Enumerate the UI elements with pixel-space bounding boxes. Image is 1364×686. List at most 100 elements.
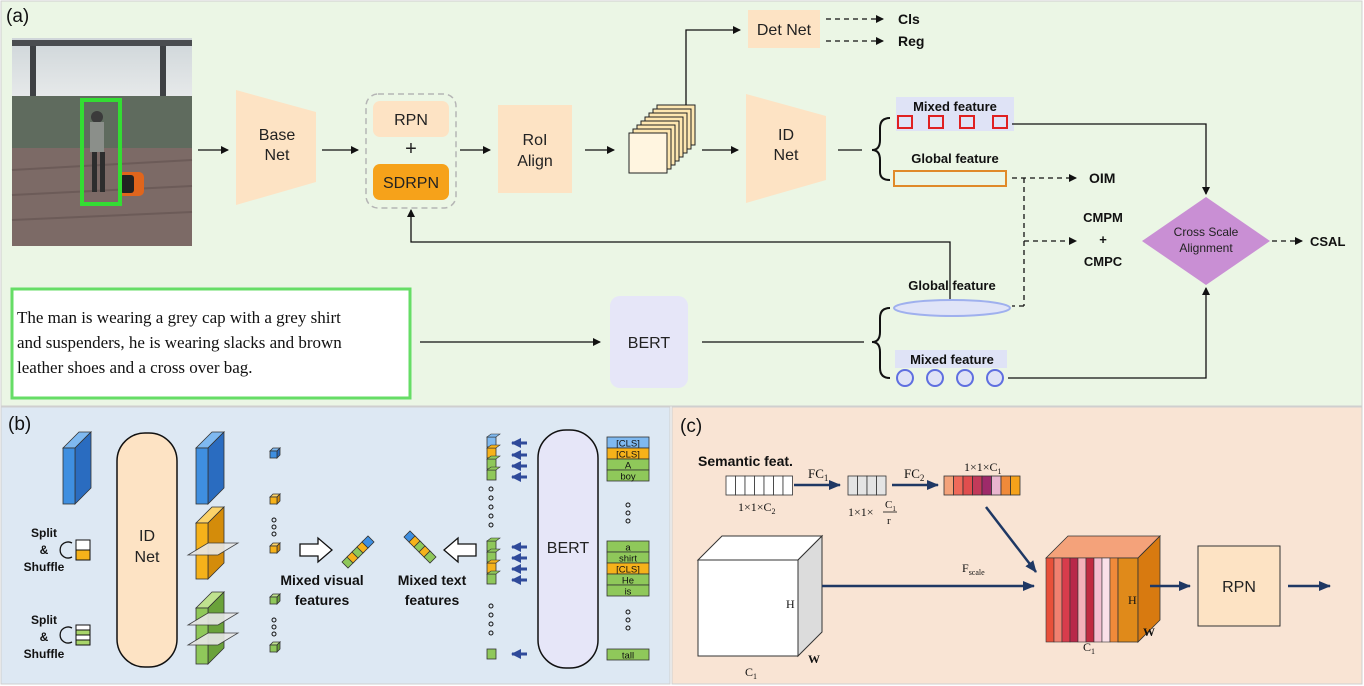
channel-slice — [1109, 557, 1119, 643]
part-feature-yellow — [269, 545, 278, 554]
cube-h-label: H — [786, 597, 795, 611]
vector-cell — [773, 475, 784, 496]
id-feature-cube-blue — [195, 447, 209, 505]
base-net-label-2: Net — [265, 147, 290, 164]
rpn-block-c — [1197, 545, 1281, 627]
caption-line-2: and suspenders, he is wearing slacks and… — [17, 333, 342, 352]
base-net-label-1: Base — [259, 127, 296, 144]
rpn-label-c: RPN — [1222, 579, 1256, 596]
text-feature-brace — [871, 307, 891, 379]
token-embedding — [486, 469, 497, 481]
ellipsis-dots — [271, 486, 631, 637]
split-plane — [186, 612, 240, 626]
token-text: [CLS] — [616, 565, 640, 576]
cube-w-label: W — [808, 652, 820, 666]
vector-cell — [866, 475, 877, 496]
vector-cell — [943, 475, 954, 496]
split-plane — [186, 632, 240, 646]
cmpc-label: CMPC — [1084, 254, 1123, 269]
token-text: is — [625, 587, 632, 598]
colored-cube-h-label: H — [1128, 593, 1137, 607]
mixed-text-part — [926, 369, 944, 387]
bert-pill — [537, 429, 599, 669]
vector-cell — [1010, 475, 1021, 496]
dim2-label: 1×1× — [848, 505, 874, 519]
proposal-group — [365, 93, 457, 209]
vector-cell — [962, 475, 973, 496]
id-net-b-label-2: Net — [135, 549, 160, 566]
vector-cell — [847, 475, 858, 496]
id-net-label-1: ID — [778, 127, 794, 144]
vector-cell — [1000, 475, 1011, 496]
sdrpn-block — [373, 164, 449, 200]
part-feature-green — [269, 596, 278, 605]
mixed-text-part — [896, 369, 914, 387]
dim2-denominator: r — [887, 515, 891, 527]
bert-label-a: BERT — [628, 335, 671, 352]
panel-b-label: (b) — [8, 414, 31, 435]
token-embedding — [486, 648, 497, 660]
fc2-label: FC2 — [904, 466, 924, 483]
fc1-label: FC1 — [808, 466, 828, 483]
sdrpn-label: SDRPN — [383, 175, 439, 192]
vector-cell — [857, 475, 868, 496]
cross-scale-label-1: Cross Scale — [1174, 225, 1239, 239]
visual-feature-cube-blue — [62, 447, 76, 505]
token-text: a — [625, 543, 631, 554]
split-shuffle-1-b: & — [40, 543, 49, 557]
vector-bars — [725, 475, 1021, 496]
vector-cell — [953, 475, 964, 496]
mixed-visual-part — [897, 115, 913, 129]
cmpm-label: CMPM — [1083, 210, 1123, 225]
mixed-text-segment — [423, 550, 437, 564]
panel-a-label: (a) — [6, 6, 29, 27]
base-net-block — [236, 90, 316, 205]
input-feature-cube — [696, 534, 824, 658]
token-embedding — [486, 573, 497, 585]
token-embedding-top — [486, 433, 501, 438]
token-embedding-top — [486, 548, 501, 553]
shuffle-icon — [59, 539, 91, 561]
roi-feature-stack — [628, 104, 696, 174]
caption-line-3: leather shoes and a cross over bag. — [17, 358, 253, 377]
vector-cell — [735, 475, 746, 496]
visual-feature-brace — [871, 117, 891, 181]
global-visual-feature — [893, 170, 1007, 187]
channel-slice — [1077, 557, 1087, 643]
rpn-block — [373, 101, 449, 137]
vector-cell — [876, 475, 887, 496]
part-feature-blue — [269, 450, 278, 459]
split-shuffle-2-b: & — [40, 630, 49, 644]
id-net-label-2: Net — [774, 147, 799, 164]
token-text: tall — [622, 651, 634, 662]
vector-cell — [972, 475, 983, 496]
cross-scale-alignment — [1142, 197, 1270, 285]
split-shuffle-1-a: Split — [31, 526, 57, 540]
vector-cell — [981, 475, 992, 496]
mixed-text-part — [956, 369, 974, 387]
vector-cell — [744, 475, 755, 496]
mixed-visual-part — [959, 115, 975, 129]
hollow-arrow-right — [299, 536, 333, 564]
dim1-label: 1×1×C2 — [738, 500, 776, 516]
split-shuffle-2-c: Shuffle — [24, 647, 65, 661]
channel-slice — [1045, 557, 1055, 643]
colored-cube-c-label: C1 — [1083, 640, 1095, 656]
roi-align-block — [498, 105, 572, 193]
token-embedding-top — [486, 559, 501, 564]
colored-cube-w-label: W — [1143, 625, 1155, 639]
global-feature-bottom-label: Global feature — [908, 278, 995, 293]
semantic-feat-label: Semantic feat. — [698, 453, 793, 469]
vector-cell — [725, 475, 736, 496]
mixed-visual-label-2: features — [295, 592, 350, 608]
detection-box — [80, 98, 122, 206]
mixed-visual-part — [992, 115, 1008, 129]
roi-feature-map — [628, 132, 668, 174]
part-feature-yellow — [269, 496, 278, 505]
cmpm-plus: + — [1099, 232, 1107, 247]
part-feature-green — [269, 644, 278, 653]
hollow-arrow-left — [443, 536, 477, 564]
split-shuffle-1-c: Shuffle — [24, 560, 65, 574]
